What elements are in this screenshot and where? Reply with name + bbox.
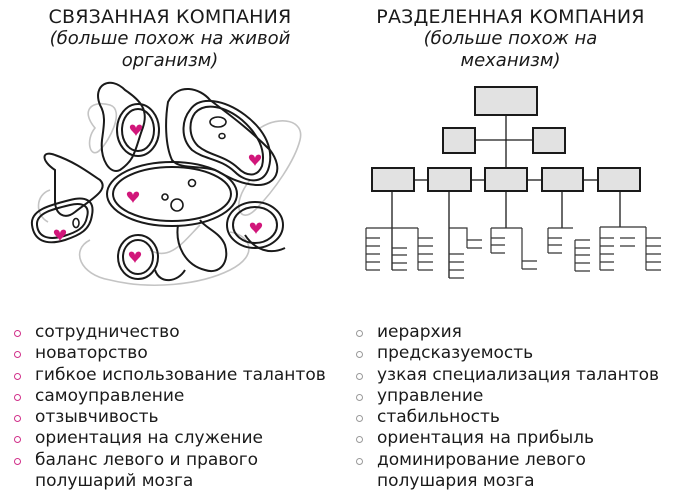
right-subtitle-line1: (больше похож на (423, 28, 598, 49)
bullet-circle-icon (14, 393, 21, 401)
org-chart-hierarchy-icon (365, 86, 661, 279)
list-item: стабильность (356, 407, 681, 428)
bullet-circle-icon (356, 330, 363, 337)
bullet-circle-icon (14, 415, 21, 423)
bullet-circle-icon (356, 457, 363, 465)
list-item: самоуправление (14, 386, 344, 407)
left-characteristics-list: сотрудничество новаторство гибкое исполь… (14, 322, 344, 492)
bullet-circle-icon (356, 415, 363, 423)
bullet-circle-icon (14, 351, 21, 359)
right-title: РАЗДЕЛЕННАЯ КОМПАНИЯ (376, 6, 645, 28)
bullet-circle-icon (14, 330, 21, 337)
list-item: отзывчивость (14, 407, 344, 428)
list-item: сотрудничество (14, 322, 344, 343)
list-item: иерархия (356, 322, 681, 343)
left-column-header: СВЯЗАННАЯ КОМПАНИЯ (больше похож на живо… (0, 6, 340, 72)
right-characteristics-list: иерархия предсказуемость узкая специализ… (356, 322, 681, 492)
list-item: управление (356, 386, 681, 407)
bullet-circle-icon (14, 457, 21, 465)
list-item: гибкое использование талантов (14, 365, 344, 386)
bullet-circle-icon (14, 436, 21, 444)
bullet-circle-icon (356, 372, 363, 380)
left-title: СВЯЗАННАЯ КОМПАНИЯ (48, 6, 292, 28)
left-subtitle-line1: (больше похож на живой (49, 28, 291, 49)
bullet-circle-icon (356, 436, 363, 444)
left-subtitle-line2: организм) (121, 50, 219, 71)
list-item: новаторство (14, 343, 344, 364)
bullet-circle-icon (14, 372, 21, 380)
right-subtitle-line2: механизм) (460, 50, 561, 71)
list-item: предсказуемость (356, 343, 681, 364)
list-item: узкая специализация талантов (356, 365, 681, 386)
list-item: ориентация на служение (14, 428, 344, 449)
list-item: ориентация на прибыль (356, 428, 681, 449)
bullet-circle-icon (356, 351, 363, 359)
right-column-header: РАЗДЕЛЕННАЯ КОМПАНИЯ (больше похож на ме… (340, 6, 681, 72)
bullet-circle-icon (356, 393, 363, 401)
organism-cells-with-hearts-icon (30, 81, 302, 286)
